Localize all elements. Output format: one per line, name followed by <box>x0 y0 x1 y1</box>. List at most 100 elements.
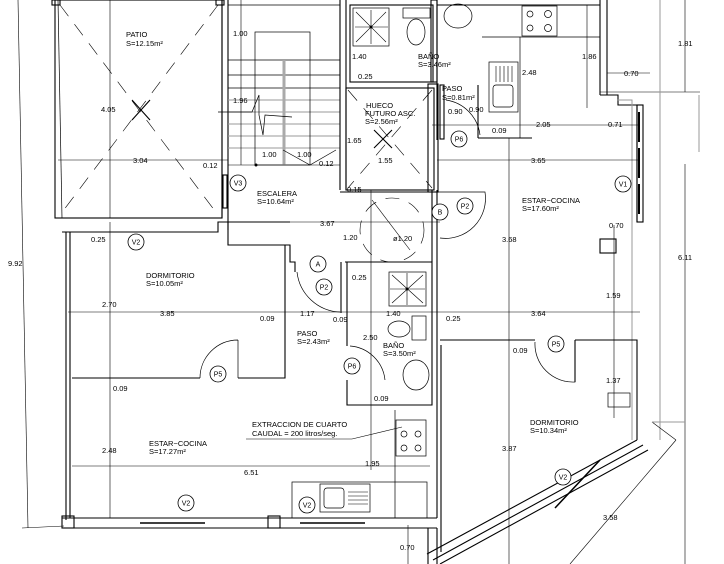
opening-tag-label: V2 <box>132 240 141 247</box>
opening-tag-circle <box>209 365 227 383</box>
dimension-label: 4.05 <box>101 105 116 114</box>
staircase <box>218 0 340 167</box>
room-escalera-area: S=10.64m² <box>257 197 294 206</box>
dimension-label: 1.86 <box>582 52 597 61</box>
dimension-label: 2.50 <box>363 333 378 342</box>
opening-tag-label: B <box>438 210 443 217</box>
opening-tag-circle <box>431 203 449 221</box>
opening-tag-circle <box>315 278 333 296</box>
opening-tag-circle <box>456 197 474 215</box>
dimension-label: 1.59 <box>606 291 621 300</box>
dimension-label: 3.64 <box>531 309 546 318</box>
dimension-label: 3.85 <box>160 309 175 318</box>
dimension-label: 2.48 <box>102 446 117 455</box>
dimension-label: 0.25 <box>446 314 461 323</box>
opening-tag-label: P2 <box>320 285 329 292</box>
room-estar-cocina-area: S=17.27m² <box>149 447 186 456</box>
room-paso-name: PASO <box>297 329 317 338</box>
room-hueco-name: HUECO <box>366 101 393 110</box>
extraction-note: CAUDAL = 200 litros/seg. <box>252 429 337 438</box>
washbasin-icon <box>443 3 473 29</box>
kitchen-sink-icon <box>319 483 371 513</box>
room-patio-name: PATIO <box>126 30 148 39</box>
opening-tag-label: P5 <box>552 342 561 349</box>
dimension-label: 9.92 <box>8 259 23 268</box>
dimension-label: 2.48 <box>522 68 537 77</box>
dimension-label: ø1.20 <box>393 234 412 243</box>
room-bano-name: BAÑO <box>383 341 404 350</box>
dimension-label: 0.25 <box>91 235 106 244</box>
dimension-label: 0.09 <box>260 314 275 323</box>
dimension-label: 0.25 <box>358 72 373 81</box>
dimension-label: 1.95 <box>365 459 380 468</box>
opening-tag-label: V2 <box>303 503 312 510</box>
dimension-label: 3.58 <box>603 513 618 522</box>
dimension-label: 1.20 <box>343 233 358 242</box>
dimension-label: 0.15 <box>347 185 362 194</box>
opening-tag-label: A <box>316 262 321 269</box>
dimension-label: 3.65 <box>531 156 546 165</box>
dimension-label: 0.12 <box>203 161 218 170</box>
shower-icon <box>388 271 427 307</box>
opening-tag-label: P6 <box>455 137 464 144</box>
dimension-label: 1.40 <box>386 309 401 318</box>
room-patio-area: S=12.15m² <box>126 39 163 48</box>
opening-tag-label: V2 <box>182 501 191 508</box>
dimension-label: 3.68 <box>502 235 517 244</box>
walls <box>17 0 700 564</box>
room-paso-area: S=0.81m² <box>442 93 475 102</box>
opening-tag-label: P6 <box>348 364 357 371</box>
dimension-label: 0.71 <box>608 120 623 129</box>
dimension-label: 0.09 <box>374 394 389 403</box>
dimension-label: 1.81 <box>678 39 693 48</box>
dimension-label: 0.90 <box>448 107 463 116</box>
dimension-label: 1.40 <box>352 52 367 61</box>
dimension-label: 6.11 <box>678 253 692 262</box>
room-dormitorio-area: S=10.05m² <box>146 279 183 288</box>
toilet-icon <box>402 7 431 46</box>
stove-icon <box>521 5 558 37</box>
opening-tag-circle <box>309 255 327 273</box>
dimension-label: 1.00 <box>233 29 248 38</box>
dimension-label: 1.00 <box>262 150 277 159</box>
extraction-note: EXTRACCION DE CUARTO <box>252 420 347 429</box>
opening-tag-circle <box>177 494 195 512</box>
dimension-label: 0.70 <box>400 543 415 552</box>
room-bano-area: S=3.46m² <box>418 60 451 69</box>
opening-tag-label: V1 <box>619 182 628 189</box>
opening-tag-circle <box>343 357 361 375</box>
opening-tag-circle <box>450 130 468 148</box>
dimension-label: 2.70 <box>102 300 117 309</box>
dimension-label: 3.67 <box>320 219 335 228</box>
room-escalera-name: ESCALERA <box>257 189 297 198</box>
room-bano-name: BAÑO <box>418 52 439 61</box>
room-estar-cocina-name: ESTAR−COCINA <box>149 439 207 448</box>
stove-icon <box>395 419 427 457</box>
dimension-label: 0.09 <box>492 126 507 135</box>
dimension-label: 0.25 <box>352 273 367 282</box>
room-estar-cocina-name: ESTAR−COCINA <box>522 196 580 205</box>
kitchen-sink-icon <box>488 61 519 113</box>
dimension-label: 0.12 <box>319 159 334 168</box>
dimension-label: 1.96 <box>233 96 248 105</box>
dimension-label: 1.00 <box>297 150 312 159</box>
opening-tag-label: V3 <box>234 181 243 188</box>
opening-tag-circle <box>614 175 632 193</box>
opening-tag-circle <box>127 233 145 251</box>
toilet-icon <box>387 315 427 341</box>
opening-tag-circle <box>298 496 316 514</box>
room-paso-name: PASO <box>442 84 462 93</box>
room-estar-cocina-area: S=17.60m² <box>522 204 559 213</box>
room-hueco-area: S=2.56m² <box>365 117 398 126</box>
opening-tag-label: P2 <box>461 204 470 211</box>
dimension-label: 0.70 <box>624 69 639 78</box>
room-bano-area: S=3.50m² <box>383 349 416 358</box>
dimension-label: 1.37 <box>606 376 621 385</box>
dimension-label: 3.04 <box>133 156 148 165</box>
dimension-label: 1.65 <box>347 136 362 145</box>
room-dormitorio-name: DORMITORIO <box>146 271 195 280</box>
dimension-label: 1.55 <box>378 156 393 165</box>
shower-icon <box>352 7 390 47</box>
dimension-label: 2.05 <box>536 120 551 129</box>
